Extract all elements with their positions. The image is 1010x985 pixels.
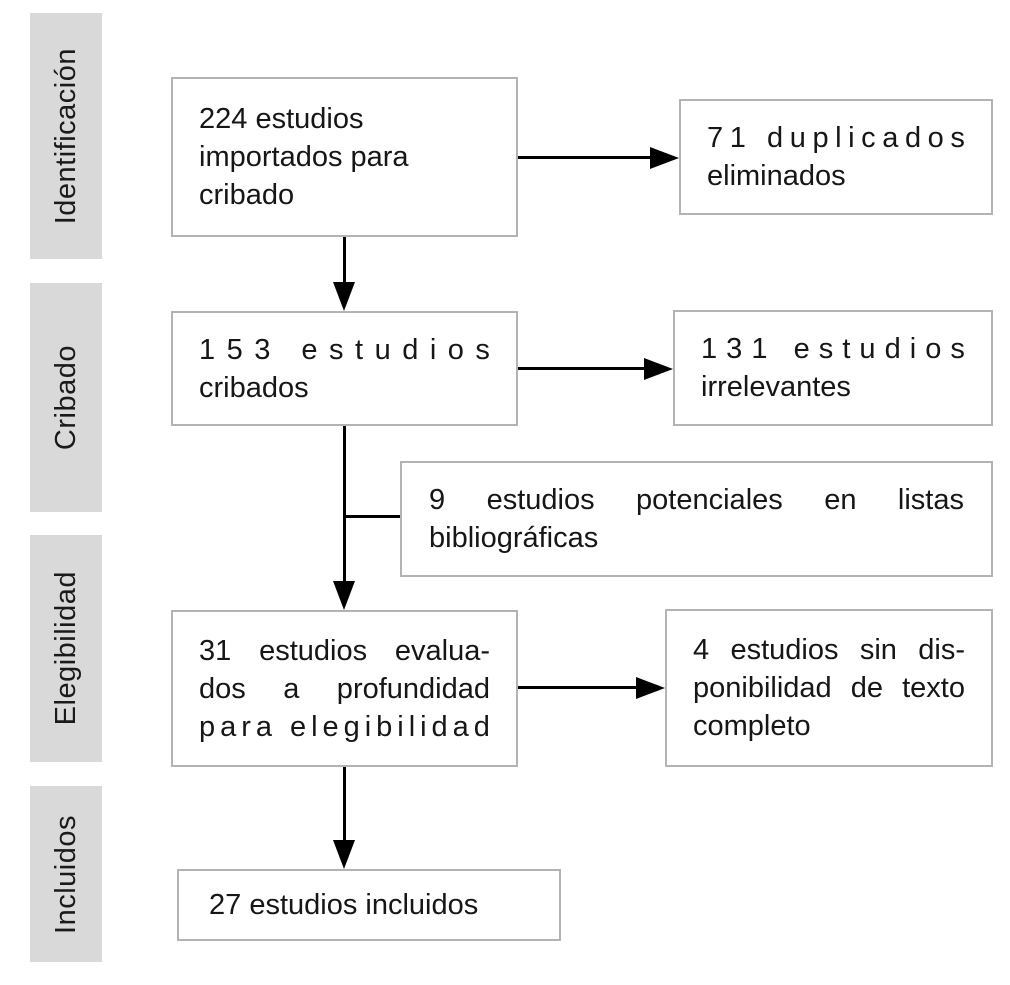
flow-box-included: 27 estudios incluidos <box>177 869 561 941</box>
stage-box-elegibilidad: Elegibilidad <box>30 535 102 762</box>
arrow-imported-to-duplicates-head-icon <box>650 147 679 169</box>
flow-box-line: eliminados <box>707 160 846 192</box>
flow-box-imported: 224 estudios importados para cribado <box>171 77 518 237</box>
arrow-eligibility-to-nofulltext-head-icon <box>636 677 665 699</box>
arrow-screened-to-irrelevant-line <box>518 367 644 370</box>
flow-box-line: bibliográficas <box>429 522 599 554</box>
arrow-eligibility-to-included-line <box>343 767 346 840</box>
arrow-eligibility-to-nofulltext-line <box>518 686 636 689</box>
stage-label-cribado: Cribado <box>49 344 82 451</box>
flow-box-line: 9 estudios potenciales en listas <box>429 484 964 516</box>
stage-label-incluidos: Incluidos <box>49 814 82 934</box>
flow-box-bibliographic-lists: 9 estudios potenciales en listas bibliog… <box>400 461 993 577</box>
flow-box-line: cribado <box>199 179 295 211</box>
connector-bibliographic-feed-line <box>344 515 400 518</box>
flow-box-line: importados para <box>199 141 409 173</box>
arrow-screened-to-eligibility-line <box>343 426 346 581</box>
stage-box-identificacion: Identificación <box>30 13 102 259</box>
arrow-imported-to-duplicates-line <box>518 156 650 159</box>
flow-box-line: irrelevantes <box>701 371 851 403</box>
flow-box-line: 224 estudios <box>199 103 364 135</box>
stage-label-identificacion: Identificación <box>49 47 82 225</box>
flow-box-line: 27 estudios incluidos <box>209 889 479 921</box>
stage-box-cribado: Cribado <box>30 283 102 512</box>
flow-box-line: dos a profundidad <box>199 672 490 705</box>
arrow-eligibility-to-included-head-icon <box>333 840 355 869</box>
stage-label-elegibilidad: Elegibilidad <box>49 571 82 726</box>
arrow-screened-to-irrelevant-head-icon <box>644 358 673 380</box>
flow-box-line: cribados <box>199 371 309 404</box>
flow-box-no-fulltext: 4 estudios sin dis- ponibilidad de texto… <box>665 609 993 767</box>
arrow-imported-to-screened-line <box>343 237 346 282</box>
stage-box-incluidos: Incluidos <box>30 786 102 962</box>
arrow-screened-to-eligibility-head-icon <box>333 581 355 610</box>
arrow-imported-to-screened-head-icon <box>333 282 355 311</box>
flow-box-line: 31 estudios evalua- <box>199 634 490 667</box>
flow-box-line: ponibilidad de texto <box>693 672 965 704</box>
flow-box-line: completo <box>693 710 811 742</box>
flow-box-line: 4 estudios sin dis- <box>693 634 965 666</box>
